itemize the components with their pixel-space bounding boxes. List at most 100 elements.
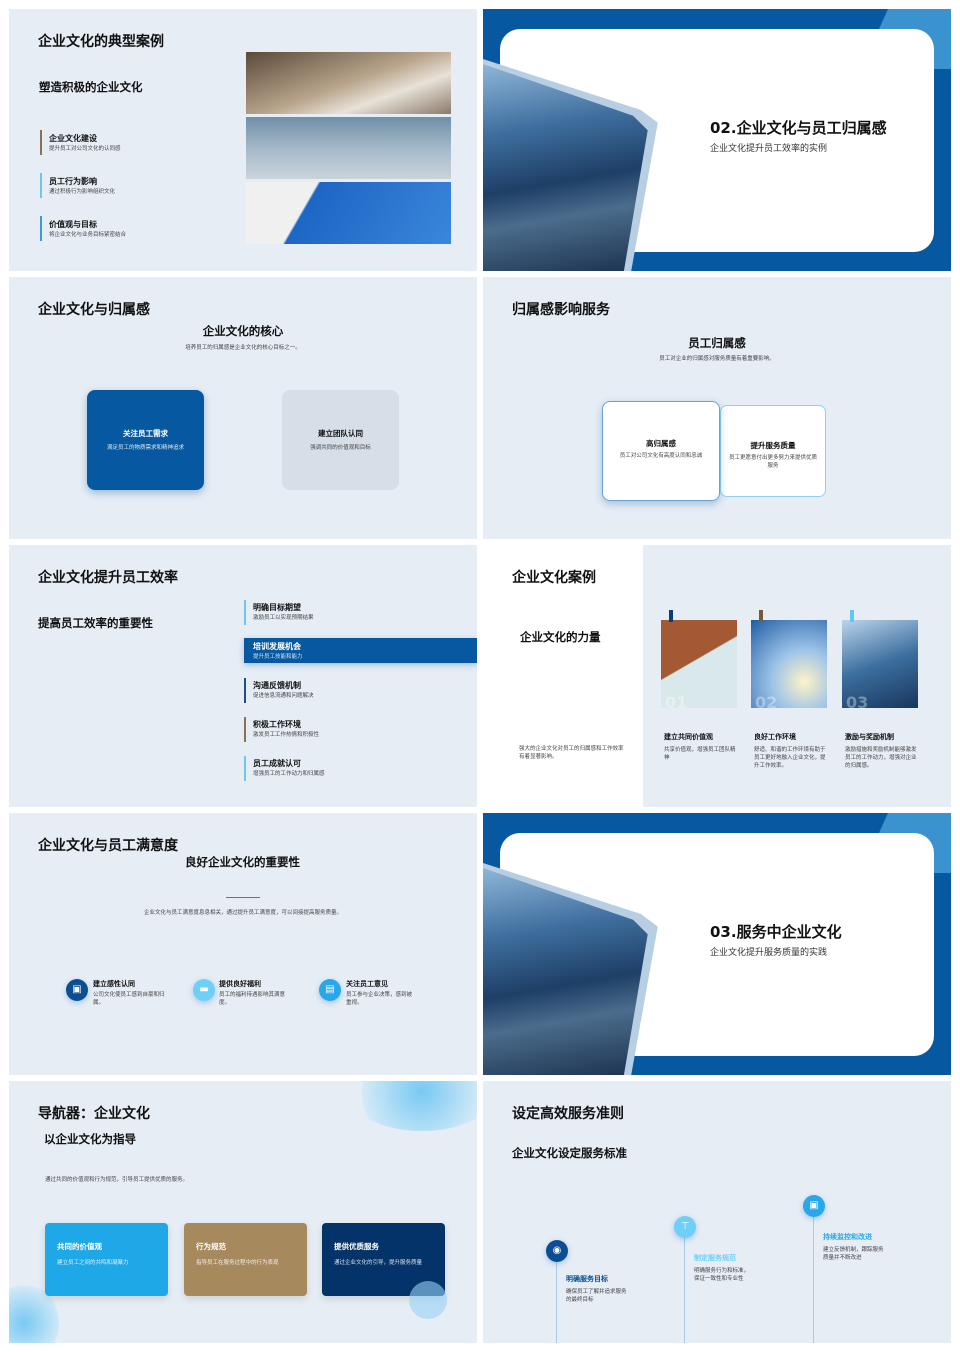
photo-handshake — [246, 52, 451, 114]
slide-3[interactable]: 企业文化与归属感 企业文化的核心 培养员工的归属感是企业文化的核心目标之一。 关… — [9, 277, 477, 539]
item-label: 建立感性认同 — [93, 980, 135, 988]
desc: 通过共同的价值观和行为规范，引导员工提供优质的服务。 — [45, 1177, 189, 1183]
step-desc: 确保员工了解并追求服务的最终目标 — [566, 1289, 627, 1303]
slide-title: 企业文化案例 — [512, 570, 596, 586]
card-desc: 强调共同的价值观和目标 — [310, 445, 371, 451]
section-subtitle: 企业文化提升服务质量的实践 — [710, 948, 828, 958]
item-desc: 提升员工技能和能力 — [253, 654, 303, 660]
card-desc: 指导员工在服务过程中的行为表现 — [196, 1260, 279, 1266]
case-desc: 激励措施和奖励机制能够激发员工的工作动力，增强对企业的归属感。 — [845, 747, 917, 769]
card-label: 行为规范 — [196, 1242, 226, 1251]
slide-title: 设定高效服务准则 — [512, 1106, 624, 1122]
item-label: 提供良好福利 — [219, 980, 261, 988]
item-label: 员工成就认可 — [253, 759, 301, 768]
benefit-item: 关注员工意见 员工参与企业决策，感到被重视。 — [346, 979, 416, 1007]
card-desc: 满足员工的物质需求和精神追求 — [106, 445, 184, 451]
slide-9[interactable]: 导航器：企业文化 以企业文化为指导 通过共同的价值观和行为规范，引导员工提供优质… — [9, 1081, 477, 1343]
item-desc: 员工参与企业决策，感到被重视。 — [346, 992, 413, 1006]
accent-bar — [244, 717, 246, 742]
desc: 强大的企业文化对员工的归属感和工作效率有着显著影响。 — [519, 746, 624, 760]
image-icon: ▣ — [803, 1195, 825, 1217]
card-service-quality: 提升服务质量 员工更愿意付出更多努力来提供优质服务 — [720, 405, 826, 497]
slide-title: 企业文化与员工满意度 — [38, 838, 178, 854]
slide-title: 企业文化与归属感 — [38, 302, 150, 318]
decor-circle — [409, 1281, 447, 1319]
decor-blob — [347, 1081, 477, 1131]
card-desc: 通过企业文化的引导，提升服务质量 — [334, 1260, 423, 1266]
slide-6[interactable]: 企业文化案例 企业文化的力量 强大的企业文化对员工的归属感和工作效率有着显著影响… — [483, 545, 951, 807]
slide-subtitle: 塑造积极的企业文化 — [39, 80, 143, 94]
card-desc: 员工对公司文化有高度认同和忠诚 — [619, 453, 703, 459]
sofa-icon: ▬ — [193, 979, 215, 1001]
slide-10[interactable]: 设定高效服务准则 企业文化设定服务标准 ◉ ⊤ ▣ 明确服务目标 确保员工了解并… — [483, 1081, 951, 1343]
heading: 企业文化的核心 — [202, 324, 284, 338]
divider — [226, 897, 260, 898]
item-desc: 激励员工以实现预期结果 — [253, 615, 314, 621]
card-behavior-norms: 行为规范 指导员工在服务过程中的行为表现 — [184, 1223, 307, 1296]
item-label: 明确目标期望 — [253, 603, 301, 612]
item-label: 积极工作环境 — [253, 720, 301, 729]
case-label: 建立共同价值观 — [664, 733, 713, 741]
slide-title: 归属感影响服务 — [512, 302, 610, 318]
section-subtitle: 企业文化提升员工效率的实例 — [710, 144, 828, 154]
step-desc: 建立反馈机制，跟踪服务质量并不断改进 — [823, 1247, 884, 1261]
slide-1[interactable]: 企业文化的典型案例 塑造积极的企业文化 企业文化建设 提升员工对公司文化的认同感… — [9, 9, 477, 271]
card-label: 提升服务质量 — [750, 441, 796, 450]
card-focus-needs: 关注员工需求 满足员工的物质需求和精神追求 — [87, 390, 204, 490]
case-tab — [759, 610, 763, 622]
desc: 员工对企业的归属感对服务质量有着重要影响。 — [659, 356, 775, 362]
photo-building — [246, 182, 451, 244]
slide-subtitle: 提高员工效率的重要性 — [38, 616, 153, 630]
item-label: 沟通反馈机制 — [253, 681, 301, 690]
photo-glass-tower: 02 — [751, 620, 827, 708]
target-icon: ◉ — [546, 1240, 568, 1262]
desc: 企业文化与员工满意度息息相关，通过提升员工满意度，可以间接提高服务质量。 — [143, 910, 342, 916]
accent-bar — [40, 130, 42, 155]
item-label: 价值观与目标 — [49, 220, 97, 229]
accent-bar — [244, 678, 246, 703]
slide-title: 企业文化的典型案例 — [38, 34, 164, 50]
item-desc: 提升员工对公司文化的认同感 — [49, 146, 121, 152]
photo-interior — [246, 117, 451, 179]
item-desc: 通过积极行为影响组织文化 — [49, 189, 116, 195]
step-label: 制定服务规范 — [694, 1254, 736, 1262]
slide-8-section[interactable]: 03.服务中企业文化 企业文化提升服务质量的实践 — [483, 813, 951, 1075]
item-desc: 将企业文化与业务目标紧密结合 — [49, 232, 127, 238]
slide-2-section[interactable]: 02.企业文化与员工归属感 企业文化提升员工效率的实例 — [483, 9, 951, 271]
step-desc: 明确服务行为和标准，保证一致性和专业性 — [694, 1268, 750, 1282]
slide-title: 企业文化提升员工效率 — [38, 570, 178, 586]
item-label: 员工行为影响 — [49, 177, 97, 186]
timeline-step: 明确服务目标 确保员工了解并追求服务的最终目标 — [566, 1274, 631, 1304]
section-title: 03.服务中企业文化 — [710, 923, 842, 941]
heading: 员工归属感 — [688, 336, 746, 350]
item-desc: 公司文化使员工感到自豪和归属。 — [93, 992, 165, 1006]
case-number: 03 — [846, 693, 869, 708]
timeline-line — [556, 1250, 557, 1343]
list-item-highlighted: 培训发展机会 提升员工技能和能力 — [244, 638, 477, 663]
slide-4[interactable]: 归属感影响服务 员工归属感 员工对企业的归属感对服务质量有着重要影响。 提升服务… — [483, 277, 951, 539]
accent-bar — [40, 216, 42, 241]
timeline-step: 持续监控和改进 建立反馈机制，跟踪服务质量并不断改进 — [823, 1232, 885, 1262]
case-tab — [850, 610, 854, 622]
org-chart-icon: ⊤ — [674, 1216, 696, 1238]
case-label: 激励与奖励机制 — [845, 733, 894, 741]
item-label: 企业文化建设 — [49, 134, 97, 143]
section-title: 02.企业文化与员工归属感 — [710, 119, 887, 137]
slide-subtitle: 以企业文化为指导 — [44, 1132, 136, 1146]
card-high-belonging: 高归属感 员工对公司文化有高度认同和忠诚 — [602, 401, 720, 501]
case-desc: 舒适、和谐的工作环境有助于员工更好地融入企业文化，提升工作效率。 — [754, 747, 826, 769]
card-label: 高归属感 — [646, 439, 676, 448]
slide-5[interactable]: 企业文化提升员工效率 提高员工效率的重要性 明确目标期望 激励员工以实现预期结果… — [9, 545, 477, 807]
item-desc: 员工的福利待遇影响其满意度。 — [219, 992, 286, 1006]
slide-7[interactable]: 企业文化与员工满意度 良好企业文化的重要性 企业文化与员工满意度息息相关，通过提… — [9, 813, 477, 1075]
item-label: 关注员工意见 — [346, 980, 388, 988]
image-icon: ▣ — [66, 979, 88, 1001]
card-label: 提供优质服务 — [334, 1242, 379, 1251]
card-label: 建立团队认同 — [318, 429, 363, 438]
case-desc: 共享价值观，增强员工团队精神 — [664, 747, 736, 761]
case-number: 01 — [665, 693, 688, 708]
case-label: 良好工作环境 — [754, 733, 796, 741]
briefcase-icon: ▤ — [319, 979, 341, 1001]
step-label: 明确服务目标 — [566, 1275, 608, 1283]
benefit-item: 建立感性认同 公司文化使员工感到自豪和归属。 — [93, 979, 165, 1007]
